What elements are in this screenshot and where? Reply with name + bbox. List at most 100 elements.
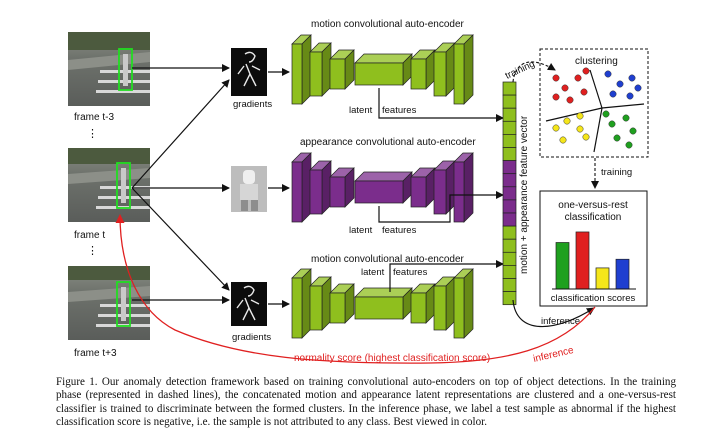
feature-vector-cell	[502, 251, 517, 266]
encoder-layer-5	[410, 49, 436, 90]
appearance-autoencoder	[291, 152, 474, 223]
classification-bar-3	[595, 267, 610, 290]
figure-caption: Figure 1. Our anomaly detection framewor…	[56, 376, 676, 429]
feature-vector-cell	[502, 147, 517, 161]
cluster-point	[582, 133, 590, 141]
inference-arrow	[512, 299, 595, 328]
classification-bar-2	[575, 231, 590, 290]
cluster-point	[616, 80, 624, 88]
cluster-point	[625, 141, 633, 149]
feature-vector-cell	[502, 134, 517, 148]
detection-box	[118, 48, 133, 91]
arrow-frame-t-to-gradients-bottom	[131, 187, 230, 291]
classification-bar-4	[615, 258, 630, 290]
motion-autoencoder-bottom	[291, 268, 474, 339]
detection-box	[116, 162, 131, 209]
feature-vector-cell	[502, 265, 517, 279]
classification-bar-1	[555, 242, 570, 290]
feature-vector-cell	[502, 278, 517, 292]
frame-t-minus-3-label: frame t-3	[74, 112, 114, 123]
feature-vector-cell	[502, 81, 517, 96]
feature-vector	[502, 81, 517, 306]
clustering-title: clustering	[575, 56, 618, 67]
features-label-bottom: features	[393, 267, 428, 278]
latent-label-mid: latent	[349, 225, 373, 236]
cluster-point	[629, 127, 637, 135]
encoder-layer-7	[453, 152, 474, 223]
inference-label-black: inference	[541, 316, 580, 327]
feature-vector-cell	[502, 212, 517, 227]
appearance-autoencoder-title: appearance convolutional auto-encoder	[300, 137, 476, 148]
cluster-point	[552, 124, 560, 132]
normality-score-arrow	[115, 214, 596, 364]
cluster-point	[628, 74, 636, 82]
cluster-point	[561, 84, 569, 92]
encoder-layer-4	[354, 171, 413, 204]
feature-vector-cell	[502, 120, 517, 135]
frame-t-image	[68, 148, 150, 222]
cluster-point	[608, 120, 616, 128]
encoder-layer-7	[453, 268, 474, 339]
cluster-point	[552, 93, 560, 101]
cluster-point	[552, 74, 560, 82]
gradients-label-top: gradients	[233, 99, 272, 110]
arrow-frame-t-to-gradients-top	[131, 79, 230, 189]
cluster-point	[559, 136, 567, 144]
encoder-layer-5	[410, 167, 436, 208]
cluster-point	[613, 134, 621, 142]
encoder-layer-4	[354, 287, 413, 320]
encoder-layer-3	[329, 283, 355, 324]
frame-t-minus-3-image	[68, 32, 150, 106]
inference-label-red: inference	[532, 345, 575, 365]
arrow-latent-mid-to-vector	[378, 191, 504, 223]
motion-autoencoder-top	[291, 34, 474, 105]
cluster-point	[566, 96, 574, 104]
feature-vector-cell	[502, 225, 517, 240]
normality-score-label: normality score (highest classification …	[294, 353, 490, 364]
feature-vector-cell	[502, 173, 517, 188]
classification-scores-label: classification scores	[551, 293, 636, 304]
encoder-layer-4	[354, 53, 413, 86]
classification-title-line1: one-versus-rest	[558, 200, 628, 211]
encoder-layer-1	[291, 152, 312, 223]
cluster-points	[552, 67, 642, 149]
encoder-layer-3	[329, 167, 355, 208]
encoder-layer-1	[291, 268, 312, 339]
cluster-point	[609, 90, 617, 98]
detection-box	[116, 281, 131, 327]
cluster-point	[622, 114, 630, 122]
training-label-top: training	[504, 59, 537, 82]
encoder-layer-7	[453, 34, 474, 105]
gradients-image-bottom	[231, 282, 267, 326]
encoder-layer-2	[309, 276, 332, 331]
arrow-latent-top-to-vector	[378, 88, 504, 122]
cluster-point	[576, 112, 584, 120]
appearance-image	[231, 166, 267, 212]
latent-label-bottom: latent	[361, 267, 385, 278]
feature-vector-cell	[502, 238, 517, 253]
clustering-box	[539, 48, 649, 158]
encoder-layer-6	[433, 276, 456, 331]
latent-label-top: latent	[349, 105, 373, 116]
features-label-top: features	[382, 105, 417, 116]
features-label-mid: features	[382, 225, 417, 236]
arrow-latent-bottom-to-vector	[389, 260, 504, 292]
cluster-point	[574, 74, 582, 82]
feature-vector-cell	[502, 186, 517, 201]
cluster-point	[580, 88, 588, 96]
cluster-point	[604, 70, 612, 78]
classification-bars	[555, 231, 630, 290]
cluster-point	[626, 92, 634, 100]
frame-t-label: frame t	[74, 230, 105, 241]
gradients-image-top	[231, 48, 267, 96]
cluster-point	[576, 125, 584, 133]
encoder-layer-1	[291, 34, 312, 105]
motion-autoencoder-title-top: motion convolutional auto-encoder	[311, 19, 465, 30]
feature-vector-cell	[502, 107, 517, 122]
feature-vector-cell	[502, 160, 517, 175]
encoder-layer-5	[410, 283, 436, 324]
frame-t-plus-3-label: frame t+3	[74, 348, 117, 359]
cluster-boundaries	[545, 69, 645, 153]
encoder-layer-2	[309, 160, 332, 215]
